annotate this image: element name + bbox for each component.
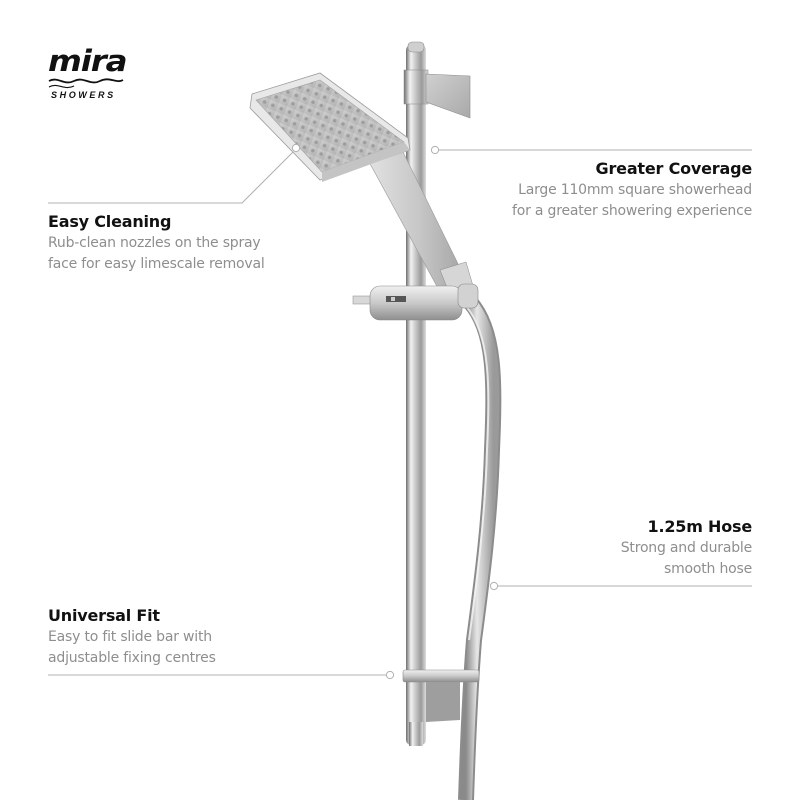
brand-logo: mira SHOWERS <box>48 46 130 102</box>
callout-dot-hose <box>489 581 499 591</box>
feature-universal-fit: Universal Fit Easy to fit slide bar with… <box>48 605 308 669</box>
brand-wordmark: mira <box>48 44 128 78</box>
feature-description-line: smooth hose <box>663 561 752 577</box>
feature-title: Greater Coverage <box>595 159 753 178</box>
feature-description-line: Rub-clean nozzles on the spray <box>48 235 261 251</box>
feature-title: Universal Fit <box>48 606 160 625</box>
callout-line-easy-cleaning <box>48 151 294 204</box>
feature-description-line: face for easy limescale removal <box>48 256 265 272</box>
callout-dot-greater-coverage <box>430 145 440 155</box>
feature-description-line: Large 110mm square showerhead <box>518 182 752 198</box>
feature-easy-cleaning: Easy Cleaning Rub-clean nozzles on the s… <box>48 211 308 275</box>
feature-title: 1.25m Hose <box>647 517 753 536</box>
wave-icon <box>48 78 124 89</box>
feature-description-line: Strong and durable <box>620 540 752 556</box>
callout-dot-universal-fit <box>385 670 395 680</box>
brand-tagline: SHOWERS <box>51 90 116 100</box>
feature-greater-coverage: Greater Coverage Large 110mm square show… <box>452 158 752 222</box>
feature-title: Easy Cleaning <box>48 212 172 231</box>
feature-description-line: for a greater showering experience <box>511 203 752 219</box>
feature-description-line: Easy to fit slide bar with <box>48 629 212 645</box>
feature-hose: 1.25m Hose Strong and durable smooth hos… <box>532 516 752 580</box>
callout-dot-easy-cleaning <box>291 143 301 153</box>
feature-description-line: adjustable fixing centres <box>48 650 216 666</box>
